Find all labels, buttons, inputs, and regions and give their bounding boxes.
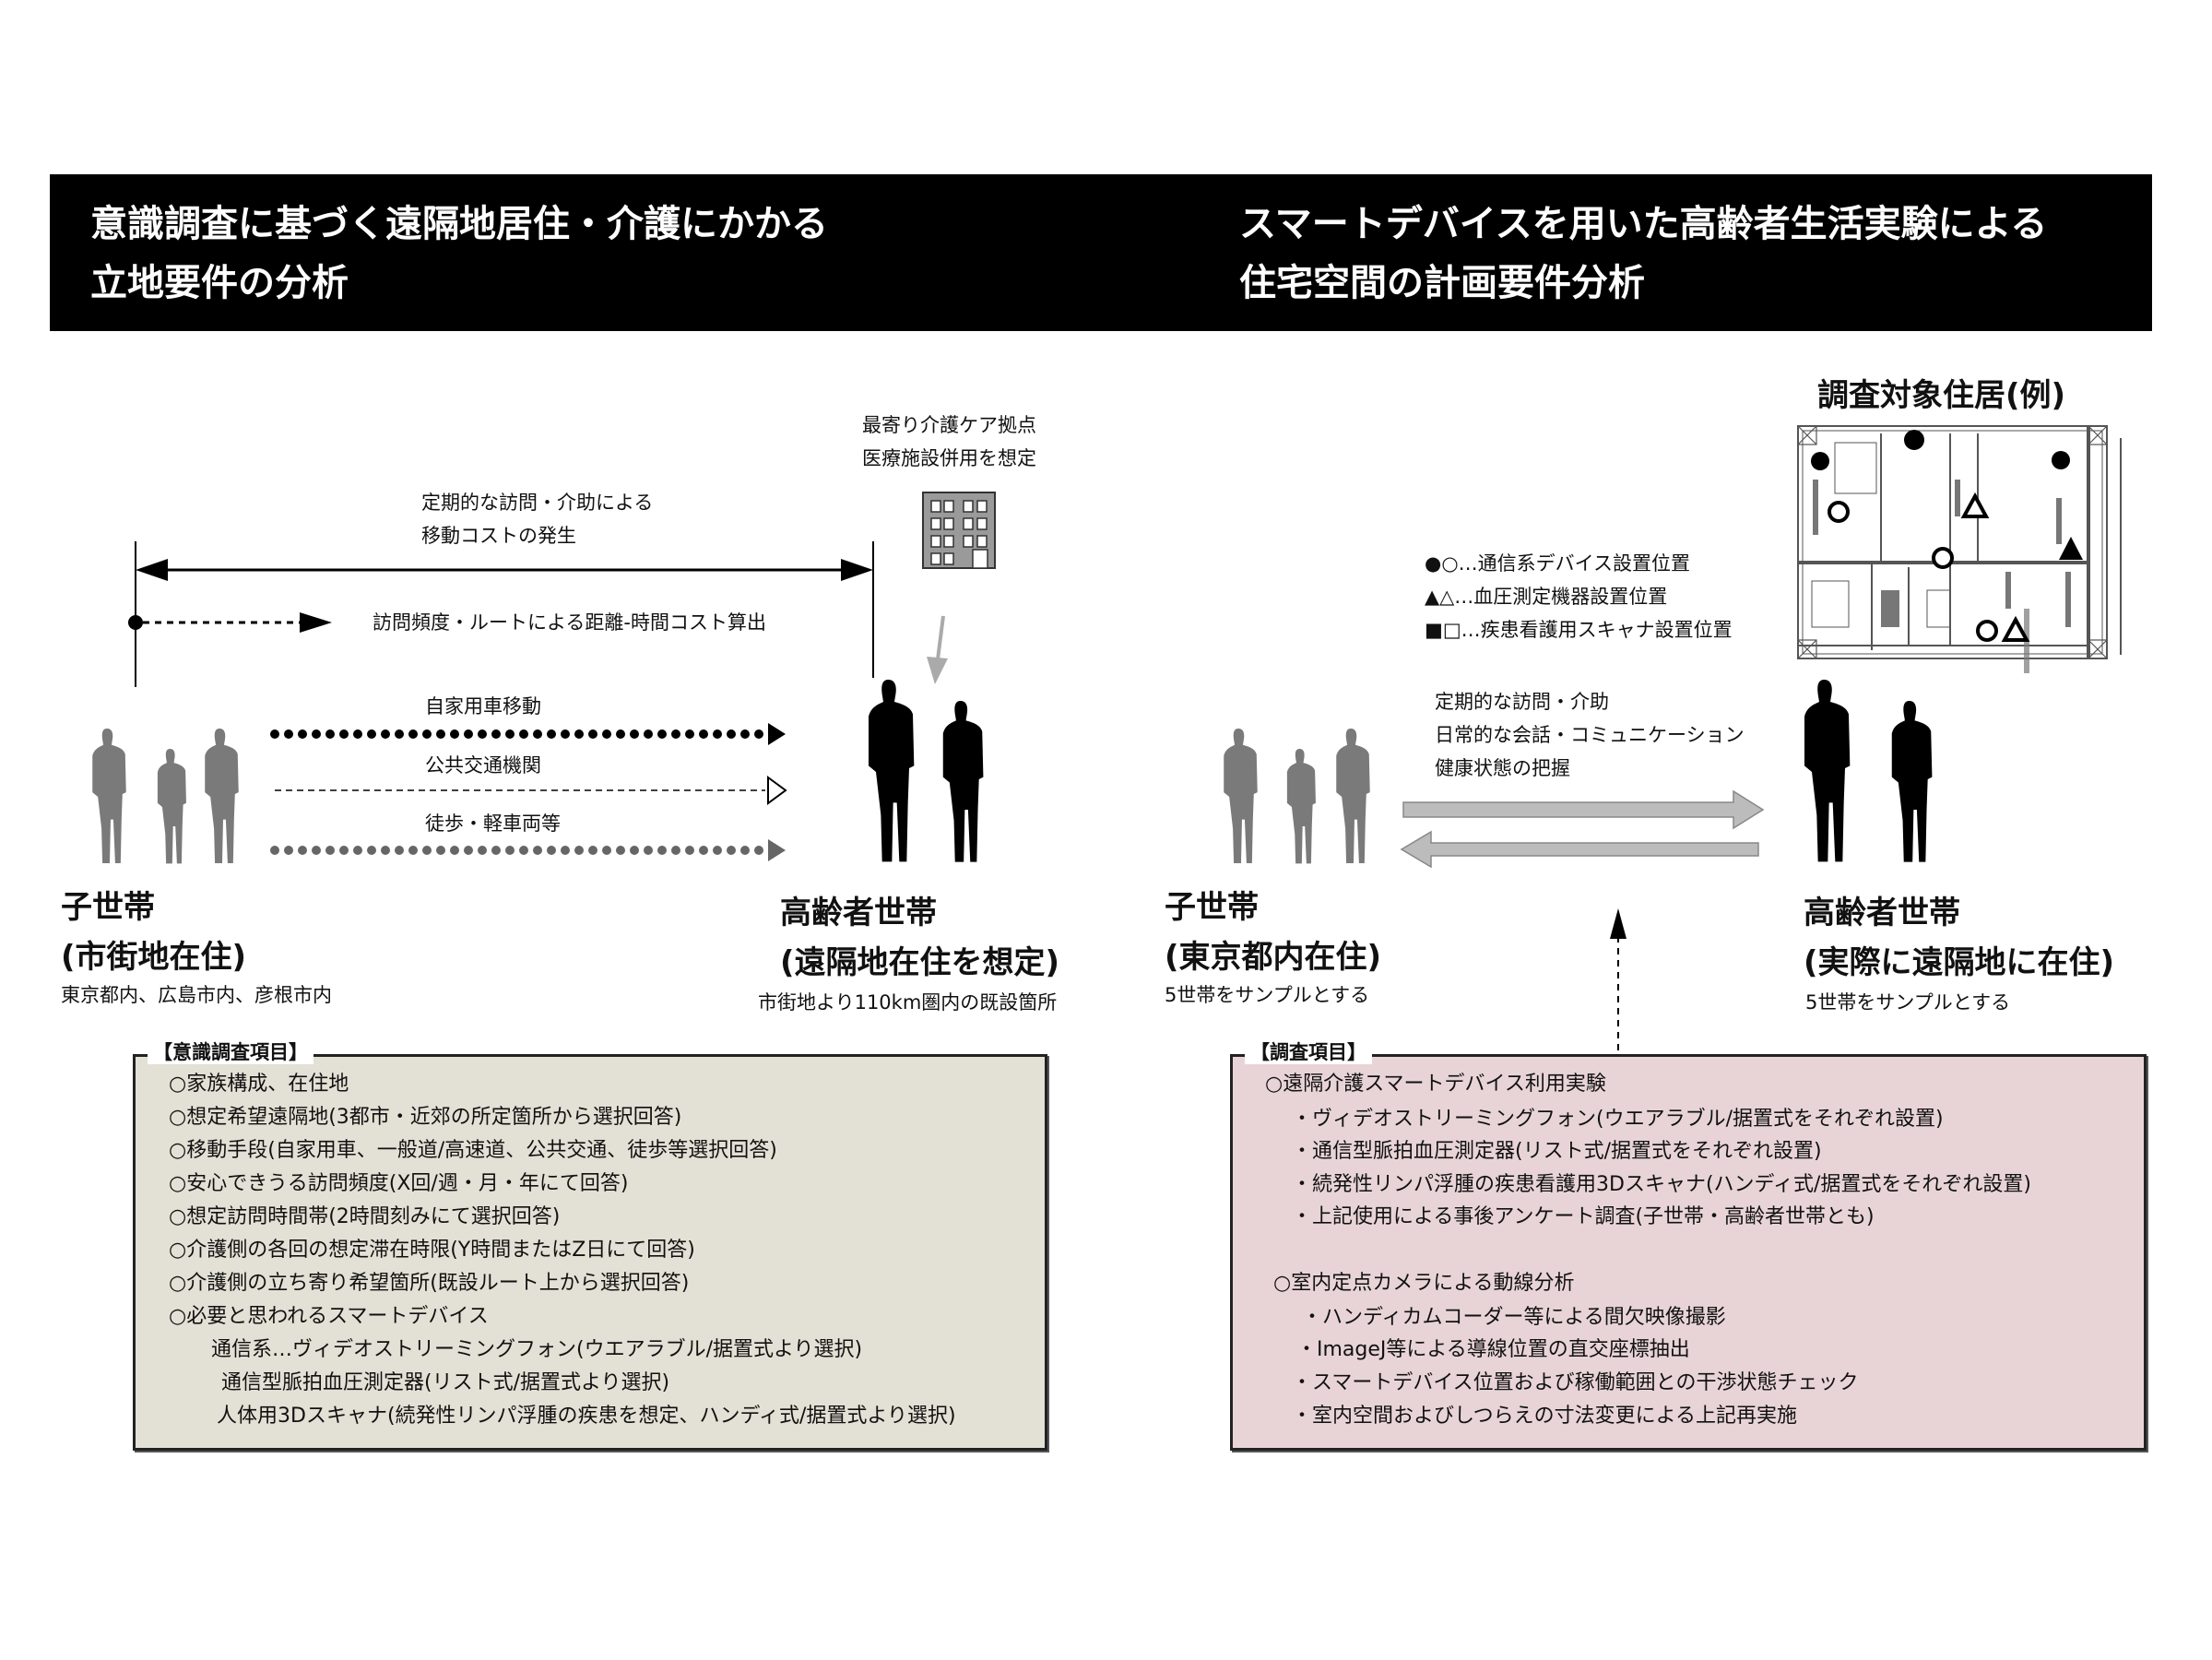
survey-subitem: 通信型脈拍血圧測定器(リスト式/据置式より選択) (221, 1371, 670, 1394)
mode-car-label: 自家用車移動 (425, 695, 541, 717)
household-note: 5世帯をサンプルとする (1805, 991, 2011, 1014)
right-child-household: 子世帯 (東京都内在住) 5世帯をサンプルとする (1165, 885, 1381, 1009)
experiment-items-box (1230, 1054, 2147, 1451)
child-household-silhouettes (92, 729, 239, 864)
comm-device-filled-marker (2052, 451, 2070, 469)
household-subtitle: (東京都内在住) (1165, 939, 1382, 976)
two-way-arrows (1400, 789, 1765, 869)
distance-dimension (128, 541, 874, 687)
household-title: 子世帯 (61, 889, 155, 926)
household-note: 市街地より110km圏内の既設箇所 (758, 991, 1058, 1014)
elderly-household-silhouettes (869, 680, 984, 862)
household-subtitle: (遠隔地在住を想定) (780, 944, 1060, 981)
experiment-item: ・室内空間およびしつらえの寸法変更による上記再実施 (1292, 1405, 1798, 1428)
experiment-item: ・ヴィデオストリーミングフォン(ウエアラブル/据置式をそれぞれ設置) (1292, 1108, 1944, 1131)
left-title: 意識調査に基づく遠隔地居住・介護にかかる 立地要件の分析 (90, 195, 828, 313)
comm-device-filled-marker (1904, 430, 1924, 450)
comm-device-filled-marker (1811, 452, 1829, 470)
calc-label: 訪問頻度・ルートによる距離-時間コスト算出 (373, 611, 766, 634)
comm-device-open-marker (1932, 547, 1954, 569)
survey-subitem: 人体用3Dスキャナ(続発性リンパ浮腫の疾患を想定、ハンディ式/据置式より選択) (217, 1405, 956, 1428)
plan-legend: ●○…通信系デバイス設置位置 ▲△…血圧測定機器設置位置 ■□…疾患看護用スキャ… (1425, 547, 1733, 646)
plan-title: 調査対象住居(例) (1817, 377, 2066, 414)
survey-item: ○移動手段(自家用車、一般道/高速道、公共交通、徒歩等選択回答) (169, 1139, 777, 1162)
household-title: 子世帯 (1165, 889, 1259, 926)
care-facility-building-icon (922, 492, 996, 569)
right-title: スマートデバイスを用いた高齢者生活実験による 住宅空間の計画要件分析 (1239, 195, 2047, 313)
legend-scanner: ■□…疾患看護用スキャナ設置位置 (1425, 619, 1733, 641)
interaction-communication: 日常的な会話・コミュニケーション (1435, 724, 1745, 746)
legend-comm-device: ●○…通信系デバイス設置位置 (1425, 552, 1691, 575)
cost-label-line2: 移動コストの発生 (421, 525, 576, 547)
household-note: 東京都内、広島市内、彦根市内 (61, 984, 332, 1006)
household-subtitle: (市街地在住) (61, 939, 247, 976)
household-subtitle: (実際に遠隔地に在住) (1804, 944, 2115, 981)
interaction-health: 健康状態の把握 (1435, 757, 1570, 779)
right-elderly-household: 高齢者世帯 (実際に遠隔地に在住) (1804, 891, 2114, 985)
elderly-household-silhouettes-right (1804, 680, 1933, 862)
left-child-household: 子世帯 (市街地在住) 東京都内、広島市内、彦根市内 (61, 885, 332, 1009)
survey-item: ○介護側の立ち寄り希望箇所(既設ルート上から選択回答) (169, 1272, 690, 1295)
mode-public-label: 公共交通機関 (425, 754, 541, 777)
survey-item: ○必要と思われるスマートデバイス (169, 1305, 489, 1328)
header-banner: 意識調査に基づく遠隔地居住・介護にかかる 立地要件の分析 スマートデバイスを用い… (50, 174, 2152, 331)
left-elderly-household: 高齢者世帯 (遠隔地在住を想定) (780, 891, 1059, 985)
bp-device-open-marker (1960, 492, 1990, 518)
survey-item: ○介護側の各回の想定滞在時限(Y時間またはZ日にて回答) (169, 1239, 695, 1262)
household-note: 5世帯をサンプルとする (1165, 984, 1370, 1006)
experiment-item: ・ImageJ等による導線位置の直交座標抽出 (1296, 1338, 1690, 1361)
care-base-line1: 最寄り介護ケア拠点 (862, 414, 1036, 436)
survey-subitem: 通信系…ヴィデオストリーミングフォン(ウエアラブル/据置式より選択) (211, 1338, 863, 1361)
survey-item: ○想定希望遠隔地(3都市・近郊の所定箇所から選択回答) (169, 1106, 682, 1129)
interaction-labels: 定期的な訪問・介助 日常的な会話・コミュニケーション 健康状態の把握 (1435, 685, 1745, 785)
survey-item: ○想定訪問時間帯(2時間刻みにて選択回答) (169, 1205, 561, 1228)
experiment-item: ・上記使用による事後アンケート調査(子世帯・高齢者世帯とも) (1292, 1205, 1875, 1228)
right-title-line1: スマートデバイスを用いた高齢者生活実験による (1239, 203, 2048, 245)
care-base-label: 最寄り介護ケア拠点 医療施設併用を想定 (862, 411, 1036, 472)
public-transport-arrow (275, 776, 787, 805)
legend-bp-device: ▲△…血圧測定機器設置位置 (1425, 586, 1668, 608)
experiment-section: ○遠隔介護スマートデバイス利用実験 (1265, 1073, 1606, 1096)
care-base-line2: 医療施設併用を想定 (862, 447, 1036, 469)
dashed-up-arrow (1610, 908, 1626, 1054)
household-title: 高齢者世帯 (780, 895, 937, 931)
experiment-item: ・続発性リンパ浮腫の疾患看護用3Dスキャナ(ハンディ式/据置式をそれぞれ設置) (1292, 1173, 2031, 1196)
experiment-item: ・ハンディカムコーダー等による間欠映像撮影 (1302, 1306, 1726, 1329)
device-markers (1811, 430, 2083, 642)
survey-item: ○家族構成、在住地 (169, 1073, 349, 1096)
experiment-section: ○室内定点カメラによる動線分析 (1273, 1272, 1575, 1295)
child-household-silhouettes-right (1224, 729, 1370, 864)
household-title: 高齢者世帯 (1804, 895, 1960, 931)
bp-device-filled-marker (2059, 537, 2083, 560)
cost-label-line1: 定期的な訪問・介助による (421, 492, 654, 514)
left-title-line1: 意識調査に基づく遠隔地居住・介護にかかる (90, 203, 828, 245)
mode-walk-label: 徒歩・軽車両等 (425, 812, 561, 835)
experiment-items-title: 【調査項目】 (1245, 1040, 1372, 1064)
walk-route-arrow (270, 839, 786, 861)
survey-items-box (133, 1054, 1047, 1451)
cost-label: 定期的な訪問・介助による 移動コストの発生 (421, 489, 653, 550)
right-title-line2: 住宅空間の計画要件分析 (1239, 262, 1645, 304)
comm-device-open-marker (1976, 620, 1998, 642)
survey-items-title: 【意識調査項目】 (148, 1040, 313, 1064)
gray-arrow-down-icon (927, 615, 948, 684)
comm-device-open-marker (1828, 501, 1850, 523)
experiment-item: ・スマートデバイス位置および稼働範囲との干渉状態チェック (1292, 1371, 1859, 1394)
bp-device-open-marker (2001, 615, 2030, 642)
car-route-arrow (270, 723, 786, 745)
interaction-visit: 定期的な訪問・介助 (1435, 691, 1609, 713)
experiment-item: ・通信型脈拍血圧測定器(リスト式/据置式をそれぞれ設置) (1292, 1140, 1822, 1163)
survey-item: ○安心できうる訪問頻度(X回/週・月・年にて回答) (169, 1172, 629, 1195)
left-title-line2: 立地要件の分析 (90, 262, 349, 304)
